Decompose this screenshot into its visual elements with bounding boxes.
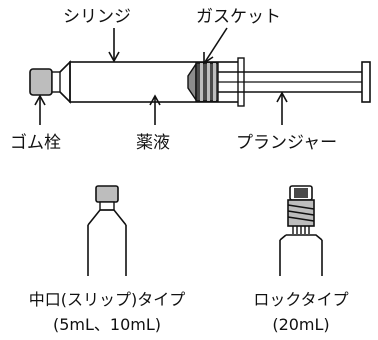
label-arrows (34, 27, 288, 125)
gasket-rib-3 (213, 63, 216, 101)
plunger-label: プランジャー (236, 133, 337, 153)
syringe-label: シリンジ (63, 7, 131, 27)
slip-tip-shoulder (87, 209, 127, 226)
gasket (187, 61, 197, 103)
lock-tip-barrel (279, 240, 323, 276)
rubber-stopper (29, 68, 53, 96)
lock-tip-illustration (279, 185, 323, 276)
gasket-arrow (204, 27, 228, 63)
gasket-rib-1 (200, 63, 203, 101)
plunger-thumb-cap (361, 61, 371, 103)
lock-type-sizes: (20mL) (272, 315, 329, 334)
syringe-nozzle (59, 60, 71, 104)
gasket-label: ガスケット (196, 7, 281, 27)
drug-solution-label: 薬液 (136, 133, 170, 153)
slip-type-title: 中口(スリップ)タイプ (29, 290, 186, 309)
rubber-stopper-label: ゴム栓 (10, 132, 61, 153)
slip-tip-cap (95, 185, 119, 203)
slip-tip-neck (99, 201, 115, 211)
slip-tip-barrel (87, 225, 127, 276)
syringe-assembly (29, 57, 371, 107)
slip-type-sizes: (5mL、10mL) (53, 315, 161, 334)
lock-tip-grip (292, 226, 310, 234)
slip-tip-illustration (87, 185, 127, 276)
gasket-rib-2 (207, 63, 210, 101)
lock-tip-cap-inner (294, 188, 308, 198)
lock-tip-shoulder (279, 234, 323, 241)
lock-type-title: ロックタイプ (253, 290, 348, 309)
stopper-ring (51, 71, 61, 93)
lock-tip-thread (287, 204, 315, 222)
